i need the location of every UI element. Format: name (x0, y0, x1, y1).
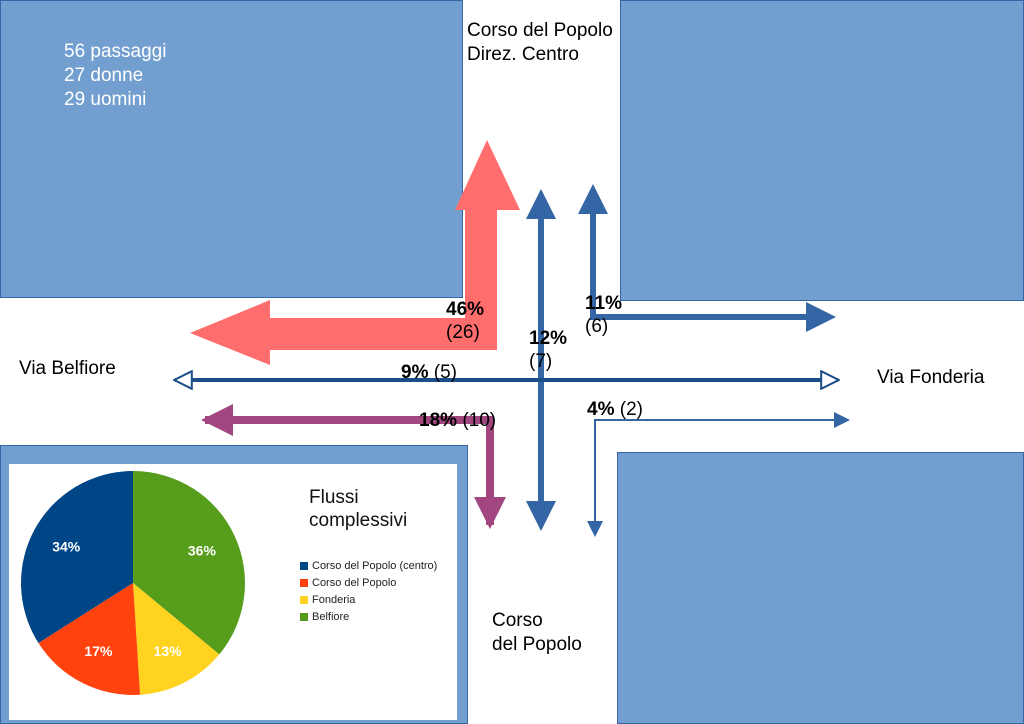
pie-chart: 36% 13% 17% 34% Flussi complessivi Corso de… (9, 464, 457, 720)
flow-cross-label: 9% (5) (401, 361, 457, 384)
legend-item: Belfiore (300, 611, 349, 623)
street-bottom-1: Corso (492, 610, 543, 631)
flow-right-bottom-count: (2) (619, 399, 643, 420)
pie-data-label: 13% (154, 643, 183, 659)
flow-cross-count: (5) (433, 362, 457, 383)
street-top-1: Corso del Popolo (467, 20, 613, 41)
legend-swatch (300, 562, 308, 570)
pie-slice-belfiore (133, 471, 245, 655)
flow-right-top-label: 11%(6) (585, 292, 622, 338)
arrow-right-top (578, 184, 836, 332)
flow-red-count: (26) (446, 322, 480, 343)
stat-men: 29 uomini (64, 89, 147, 110)
legend-swatch (300, 579, 308, 587)
stat-passages: 56 passaggi (64, 41, 167, 62)
chart-title: Flussi complessivi (309, 487, 408, 531)
flow-right-top-count: (6) (585, 316, 609, 337)
flow-straight-label: 12%(7) (529, 327, 567, 373)
arrow-right-bottom (587, 412, 850, 537)
flow-purple-count: (10) (462, 410, 497, 431)
flow-right-bottom-pct: 4% (587, 399, 615, 420)
street-right: Via Fonderia (877, 367, 985, 388)
flow-purple-pct: 18% (419, 410, 458, 431)
block-top-left (0, 0, 463, 298)
flow-right-top-pct: 11% (585, 293, 622, 314)
flow-straight-count: (7) (529, 351, 553, 372)
street-top-2: Direz. Centro (467, 44, 579, 65)
legend-item: Corso del Popolo (centro) (300, 560, 437, 572)
street-bottom-2: del Popolo (492, 634, 582, 655)
flow-cross-pct: 9% (401, 362, 429, 383)
legend-label: Belfiore (312, 611, 350, 623)
arrow-purple (201, 404, 506, 529)
legend-item: Corso del Popolo (300, 577, 396, 589)
pie-slice-fonderia (133, 583, 220, 695)
flow-red-label: 46%(26) (446, 298, 484, 344)
pie-data-label: 34% (52, 538, 81, 554)
pie-data-label: 17% (84, 643, 113, 659)
street-left: Via Belfiore (19, 358, 116, 379)
stat-women: 27 donne (64, 65, 144, 86)
pie-slice-corso-del-popolo (38, 583, 141, 695)
legend-label: Corso del Popolo (312, 577, 397, 589)
legend-swatch (300, 613, 308, 621)
legend-label: Fonderia (312, 594, 356, 606)
arrow-red (190, 140, 520, 365)
pie-chart-frame: 36% 13% 17% 34% Flussi complessivi Corso de… (0, 445, 468, 724)
pie-svg: 36% 13% 17% 34% (20, 471, 245, 695)
flow-purple-label: 18% (10) (419, 409, 496, 432)
legend-swatch (300, 596, 308, 604)
pie-data-label: 36% (188, 543, 217, 559)
flow-straight-pct: 12% (529, 328, 568, 349)
flow-red-pct: 46% (446, 299, 485, 320)
legend-label: Corso del Popolo (centro) (312, 560, 438, 572)
flow-right-bottom-label: 4% (2) (587, 398, 643, 421)
pie-slice-corso-del-popolo-centro (20, 471, 133, 644)
legend-item: Fonderia (300, 594, 355, 606)
